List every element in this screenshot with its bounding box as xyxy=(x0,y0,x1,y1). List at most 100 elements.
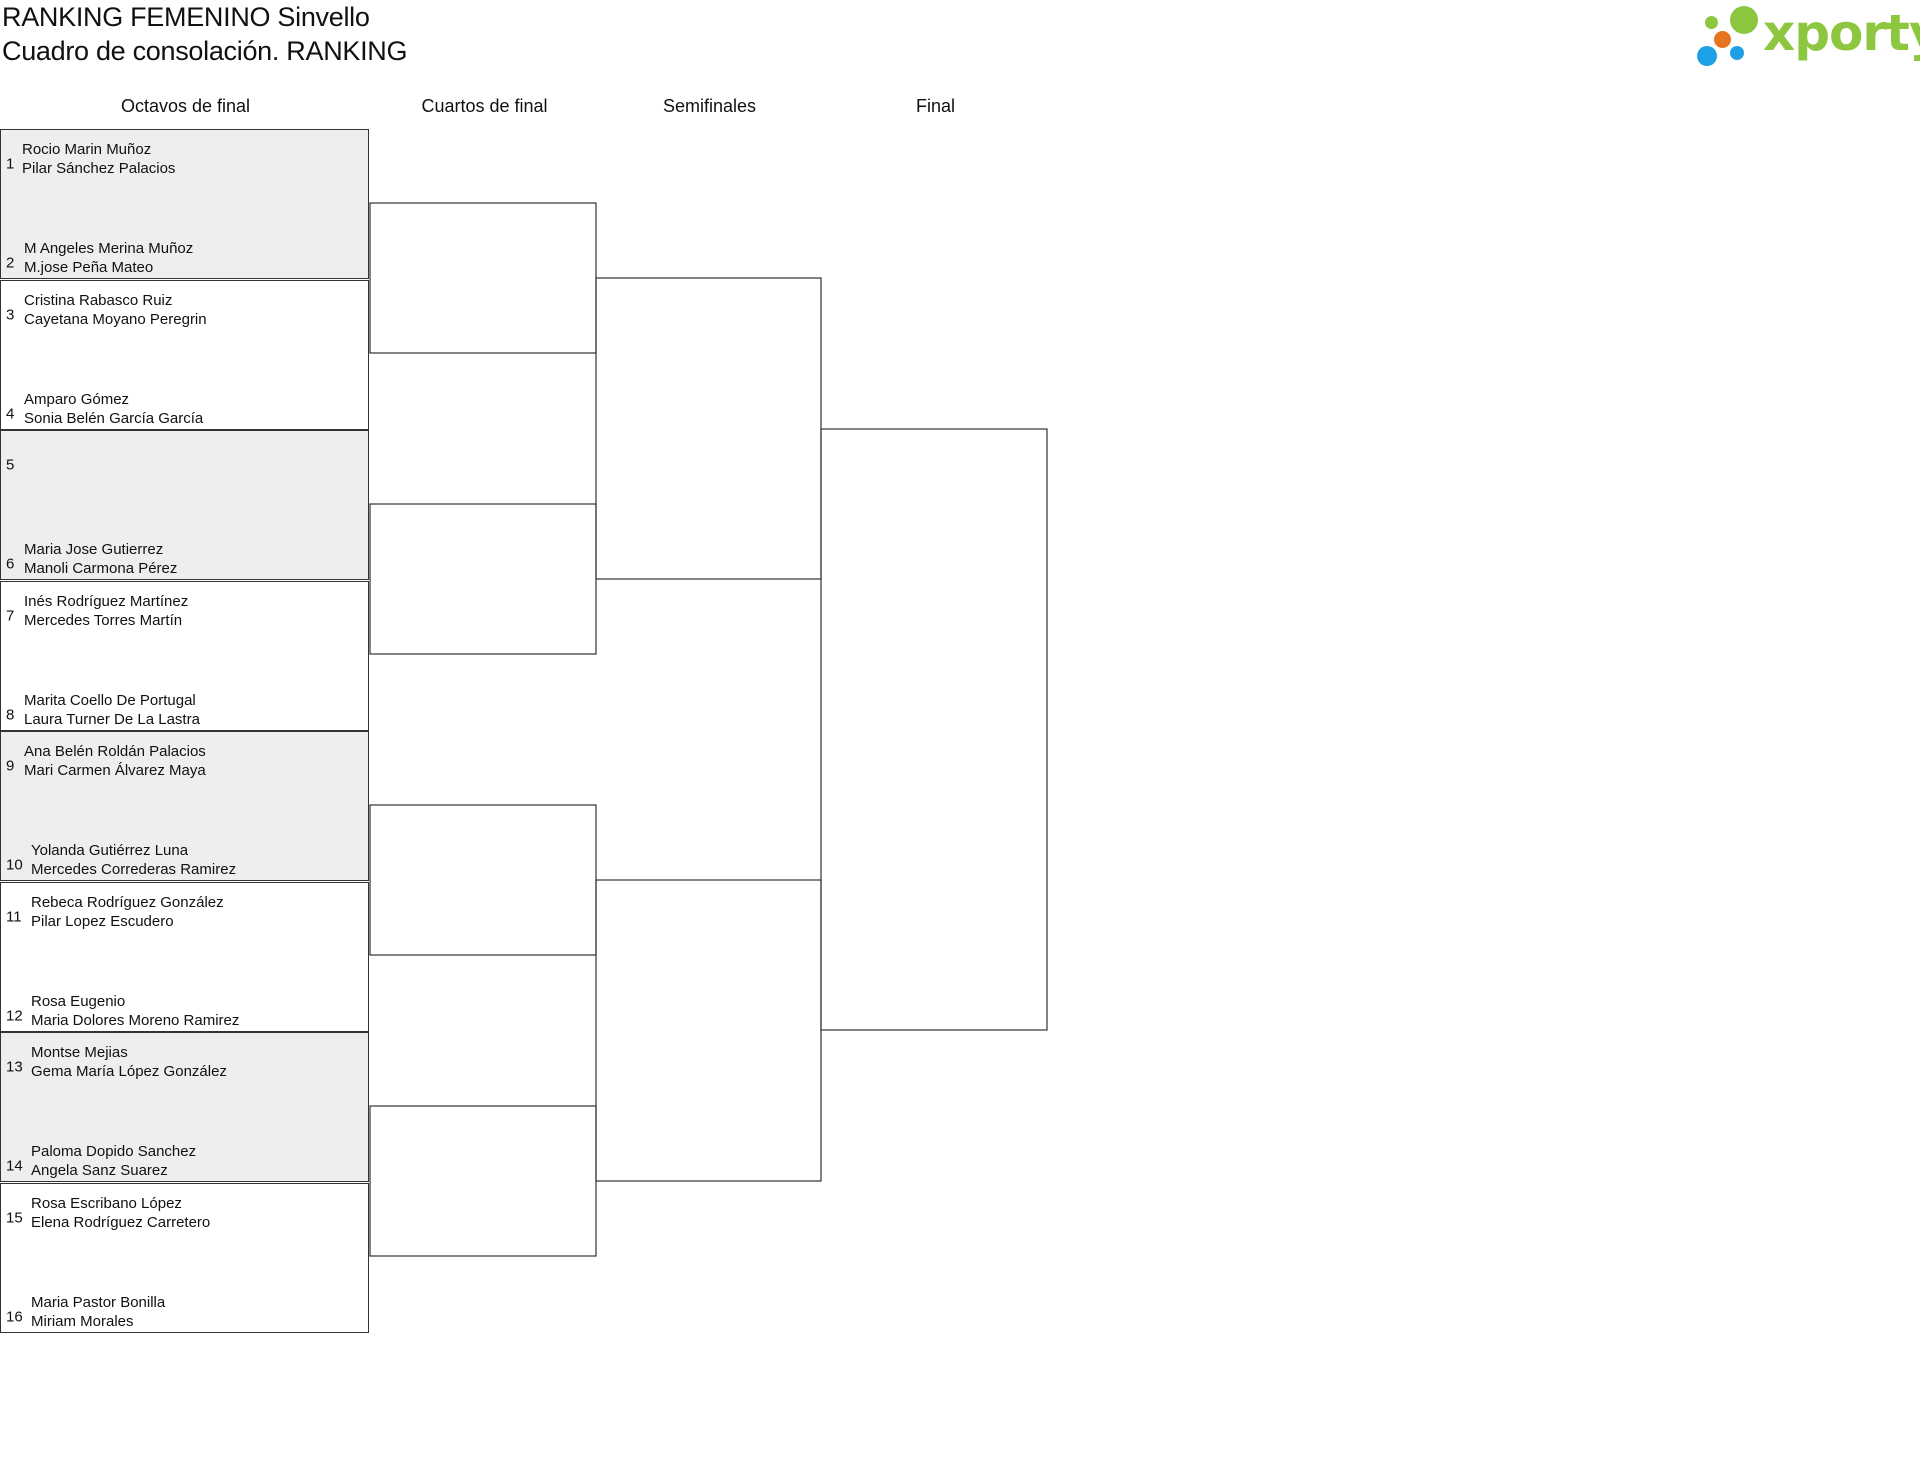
player-name: Maria Pastor Bonilla xyxy=(31,1293,166,1311)
player-name: M Angeles Merina Muñoz xyxy=(24,240,194,257)
tournament-title: RANKING FEMENINO Sinvello xyxy=(2,2,370,32)
player-name: Ana Belén Roldán Palacios xyxy=(24,743,206,760)
player-name: Gema María López González xyxy=(31,1063,227,1080)
seed-number: 5 xyxy=(6,456,15,474)
player-name: Rosa Eugenio xyxy=(31,992,126,1010)
player-name: Cristina Rabasco Ruiz xyxy=(24,291,173,309)
player-name: M.jose Peña Mateo xyxy=(24,259,154,276)
player-name: Cayetana Moyano Peregrin xyxy=(24,310,207,328)
round-label-final: Final xyxy=(915,96,955,116)
quarterfinal-box-3 xyxy=(369,804,597,956)
logo-dot-green-large xyxy=(1730,6,1758,34)
final-box xyxy=(820,428,1048,1031)
player-name: Yolanda Gutiérrez Luna xyxy=(31,842,189,859)
player-name: Maria Jose Gutierrez xyxy=(24,541,164,558)
seed-number: 10 xyxy=(6,856,23,874)
player-name: Manoli Carmona Pérez xyxy=(24,560,178,577)
player-name: Miriam Morales xyxy=(31,1312,134,1330)
seed-number: 8 xyxy=(6,706,15,723)
player-name: Pilar Lopez Escudero xyxy=(31,912,174,930)
seed-number: 3 xyxy=(6,306,15,323)
round-label-octavos: Octavos de final xyxy=(120,96,251,116)
player-name: Mari Carmen Álvarez Maya xyxy=(24,762,206,779)
player-name: Rosa Escribano López xyxy=(31,1194,182,1212)
player-name: Rebeca Rodríguez González xyxy=(31,893,224,911)
player-name: Inés Rodríguez Martínez xyxy=(24,592,189,610)
seed-number: 14 xyxy=(6,1157,23,1175)
quarterfinal-box-2 xyxy=(369,503,597,655)
draw-subtitle: Cuadro de consolación. RANKING xyxy=(2,36,408,66)
seed-number: 12 xyxy=(6,1007,23,1024)
player-name: Amparo Gómez xyxy=(24,390,130,408)
player-name: Angela Sanz Suarez xyxy=(31,1162,168,1179)
xporty-logo: xporty xyxy=(1695,4,1920,70)
logo-wordmark: xporty xyxy=(1763,4,1920,62)
seed-number: 16 xyxy=(6,1308,23,1325)
player-name: Laura Turner De La Lastra xyxy=(24,710,200,728)
seed-number: 1 xyxy=(6,155,15,173)
player-name: Elena Rodríguez Carretero xyxy=(31,1213,211,1231)
player-name: Paloma Dopido Sanchez xyxy=(31,1143,197,1160)
seed-number: 13 xyxy=(6,1058,23,1076)
player-name: Mercedes Correderas Ramirez xyxy=(31,861,237,878)
logo-dot-orange xyxy=(1714,31,1731,48)
seed-number: 6 xyxy=(6,555,15,573)
seed-number: 4 xyxy=(6,405,15,422)
player-name: Mercedes Torres Martín xyxy=(24,611,183,629)
seed-number: 9 xyxy=(6,757,15,775)
team-top: 5 xyxy=(1,441,370,489)
player-name: Rocio Marin Muñoz xyxy=(22,141,152,158)
seed-number: 7 xyxy=(6,607,15,624)
round-label-cuartos: Cuartos de final xyxy=(421,96,548,116)
semifinal-box-1 xyxy=(595,277,822,580)
logo-dot-blue-small xyxy=(1730,46,1744,60)
player-name: Pilar Sánchez Palacios xyxy=(22,160,176,177)
logo-dot-green-small xyxy=(1705,16,1718,29)
round-label-semifinales: Semifinales xyxy=(662,96,757,116)
player-name: Montse Mejias xyxy=(31,1044,128,1061)
quarterfinal-box-4 xyxy=(369,1105,597,1257)
seed-number: 2 xyxy=(6,254,15,272)
seed-number: 15 xyxy=(6,1209,23,1226)
quarterfinal-box-1 xyxy=(369,202,597,354)
player-name: Maria Dolores Moreno Ramirez xyxy=(31,1011,240,1029)
player-name: Sonia Belén García García xyxy=(24,409,204,427)
player-name: Marita Coello De Portugal xyxy=(24,691,196,709)
